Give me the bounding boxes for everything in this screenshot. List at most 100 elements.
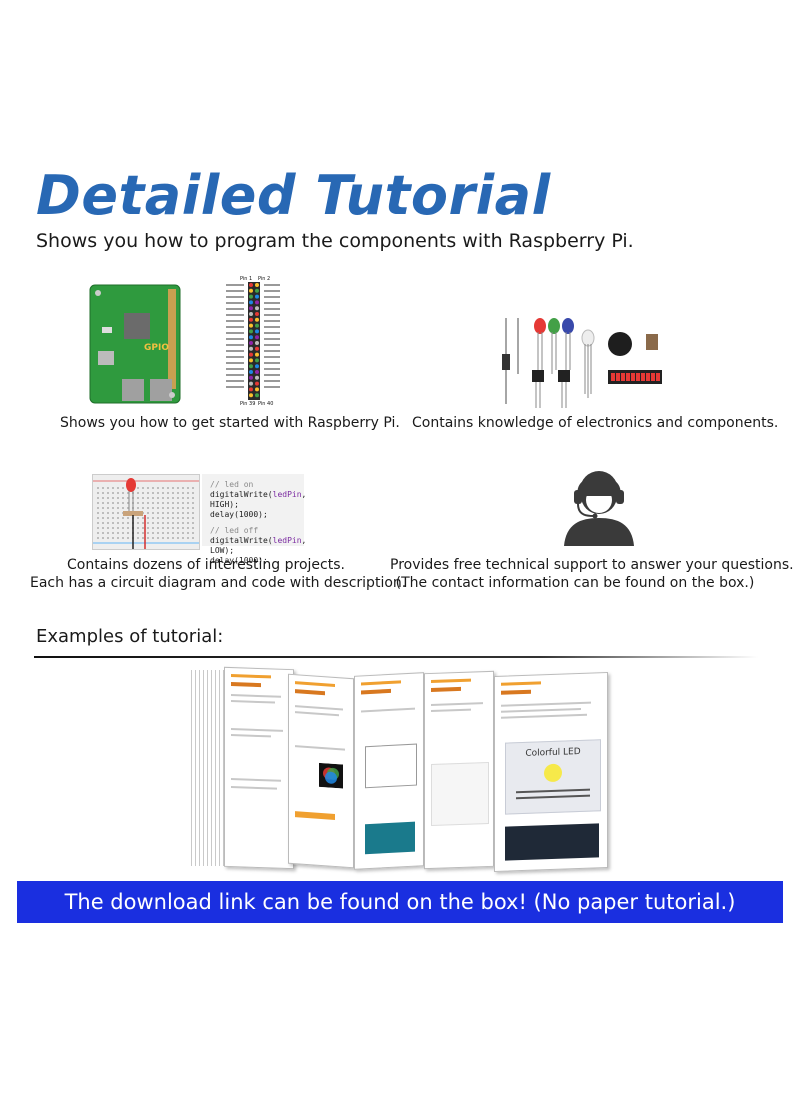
breadboard-hole bbox=[112, 517, 114, 519]
breadboard-hole bbox=[152, 532, 154, 534]
breadboard-hole bbox=[162, 502, 164, 504]
gpio-pin bbox=[255, 306, 259, 311]
feature-caption-projects-line2: Each has a circuit diagram and code with… bbox=[30, 575, 407, 591]
breadboard-hole bbox=[122, 492, 124, 494]
breadboard-hole bbox=[177, 497, 179, 499]
gpio-pin bbox=[249, 341, 253, 345]
breadboard-hole bbox=[142, 502, 144, 504]
tutorial-page-5: Colorful LED bbox=[494, 672, 608, 872]
breadboard-hole bbox=[112, 492, 114, 494]
breadboard-hole bbox=[127, 522, 129, 524]
breadboard-hole bbox=[112, 487, 114, 489]
breadboard-hole bbox=[162, 507, 164, 509]
breadboard-hole bbox=[117, 512, 119, 514]
breadboard-hole bbox=[122, 517, 124, 519]
gpio-pin bbox=[255, 312, 259, 316]
breadboard-hole bbox=[167, 537, 169, 539]
breadboard-hole bbox=[172, 522, 174, 524]
breadboard-hole bbox=[147, 502, 149, 504]
breadboard-hole bbox=[107, 512, 109, 514]
breadboard-hole bbox=[172, 492, 174, 494]
breadboard-hole bbox=[182, 522, 184, 524]
breadboard-hole bbox=[127, 507, 129, 509]
gpio-pin bbox=[249, 335, 253, 340]
page-subtitle: Shows you how to program the components … bbox=[36, 230, 634, 252]
page-title: Detailed Tutorial bbox=[36, 164, 551, 227]
gpio-pin bbox=[249, 375, 253, 380]
breadboard-hole bbox=[97, 487, 99, 489]
breadboard-hole bbox=[127, 527, 129, 529]
breadboard-hole bbox=[137, 497, 139, 499]
breadboard-hole bbox=[162, 497, 164, 499]
code-line-digitalwrite-high: digitalWrite(ledPin, HIGH); bbox=[210, 490, 307, 509]
breadboard-hole bbox=[162, 532, 164, 534]
breadboard-hole bbox=[192, 512, 194, 514]
breadboard-hole bbox=[187, 487, 189, 489]
breadboard-hole bbox=[167, 522, 169, 524]
breadboard-hole bbox=[157, 512, 159, 514]
breadboard-hole bbox=[182, 527, 184, 529]
breadboard-hole bbox=[102, 522, 104, 524]
breadboard-hole bbox=[152, 497, 154, 499]
gpio-pin2-label: Pin 2 bbox=[258, 276, 271, 282]
breadboard-hole bbox=[142, 532, 144, 534]
gpio-pin bbox=[255, 364, 259, 369]
breadboard-hole bbox=[182, 492, 184, 494]
gpio-pin bbox=[255, 352, 259, 357]
breadboard-hole bbox=[117, 497, 119, 499]
gpio-pin bbox=[249, 329, 253, 334]
gpio-pin bbox=[255, 329, 259, 334]
examples-label: Examples of tutorial: bbox=[36, 626, 224, 647]
breadboard-hole bbox=[122, 507, 124, 509]
gpio-pin bbox=[255, 387, 259, 392]
breadboard-hole bbox=[167, 512, 169, 514]
gpio-pin bbox=[249, 393, 253, 398]
breadboard-hole bbox=[177, 537, 179, 539]
tutorial-pages-preview: Colorful LED bbox=[186, 664, 616, 874]
breadboard-hole bbox=[97, 512, 99, 514]
breadboard-hole bbox=[117, 487, 119, 489]
breadboard-hole bbox=[122, 522, 124, 524]
breadboard-hole bbox=[172, 502, 174, 504]
breadboard-hole bbox=[152, 517, 154, 519]
breadboard-hole bbox=[187, 532, 189, 534]
feature-caption-getting-started: Shows you how to get started with Raspbe… bbox=[60, 415, 400, 431]
breadboard-hole bbox=[102, 502, 104, 504]
breadboard-hole bbox=[102, 492, 104, 494]
breadboard-hole bbox=[147, 527, 149, 529]
breadboard-hole bbox=[172, 497, 174, 499]
breadboard-hole bbox=[137, 492, 139, 494]
breadboard-hole bbox=[97, 527, 99, 529]
gpio-pin bbox=[255, 335, 259, 340]
breadboard-hole bbox=[167, 532, 169, 534]
breadboard-hole bbox=[177, 532, 179, 534]
gpio-pin bbox=[249, 387, 253, 392]
gpio-pin bbox=[249, 364, 253, 369]
breadboard-hole bbox=[147, 512, 149, 514]
breadboard-hole bbox=[107, 487, 109, 489]
breadboard-hole bbox=[137, 517, 139, 519]
gpio-pin40-label: Pin 40 bbox=[258, 401, 274, 407]
breadboard-hole bbox=[117, 532, 119, 534]
breadboard-hole bbox=[102, 537, 104, 539]
breadboard-hole bbox=[102, 532, 104, 534]
breadboard-hole bbox=[102, 497, 104, 499]
breadboard-hole bbox=[137, 507, 139, 509]
breadboard-hole bbox=[147, 537, 149, 539]
breadboard-hole bbox=[187, 502, 189, 504]
breadboard-hole bbox=[157, 487, 159, 489]
colorful-led-screen: Colorful LED bbox=[505, 739, 601, 815]
breadboard-circuit-icon bbox=[92, 474, 200, 550]
breadboard-hole bbox=[112, 497, 114, 499]
feature-caption-electronics: Contains knowledge of electronics and co… bbox=[412, 415, 779, 431]
breadboard-hole bbox=[97, 517, 99, 519]
gpio-board-label: GPIO bbox=[144, 343, 169, 353]
breadboard-hole bbox=[97, 537, 99, 539]
gpio-pin bbox=[249, 381, 253, 386]
breadboard-hole bbox=[167, 527, 169, 529]
breadboard-hole bbox=[167, 517, 169, 519]
breadboard-hole bbox=[187, 517, 189, 519]
feature-caption-projects: Contains dozens of interesting projects.… bbox=[30, 556, 407, 592]
gpio-pin bbox=[249, 283, 253, 287]
breadboard-hole bbox=[117, 517, 119, 519]
